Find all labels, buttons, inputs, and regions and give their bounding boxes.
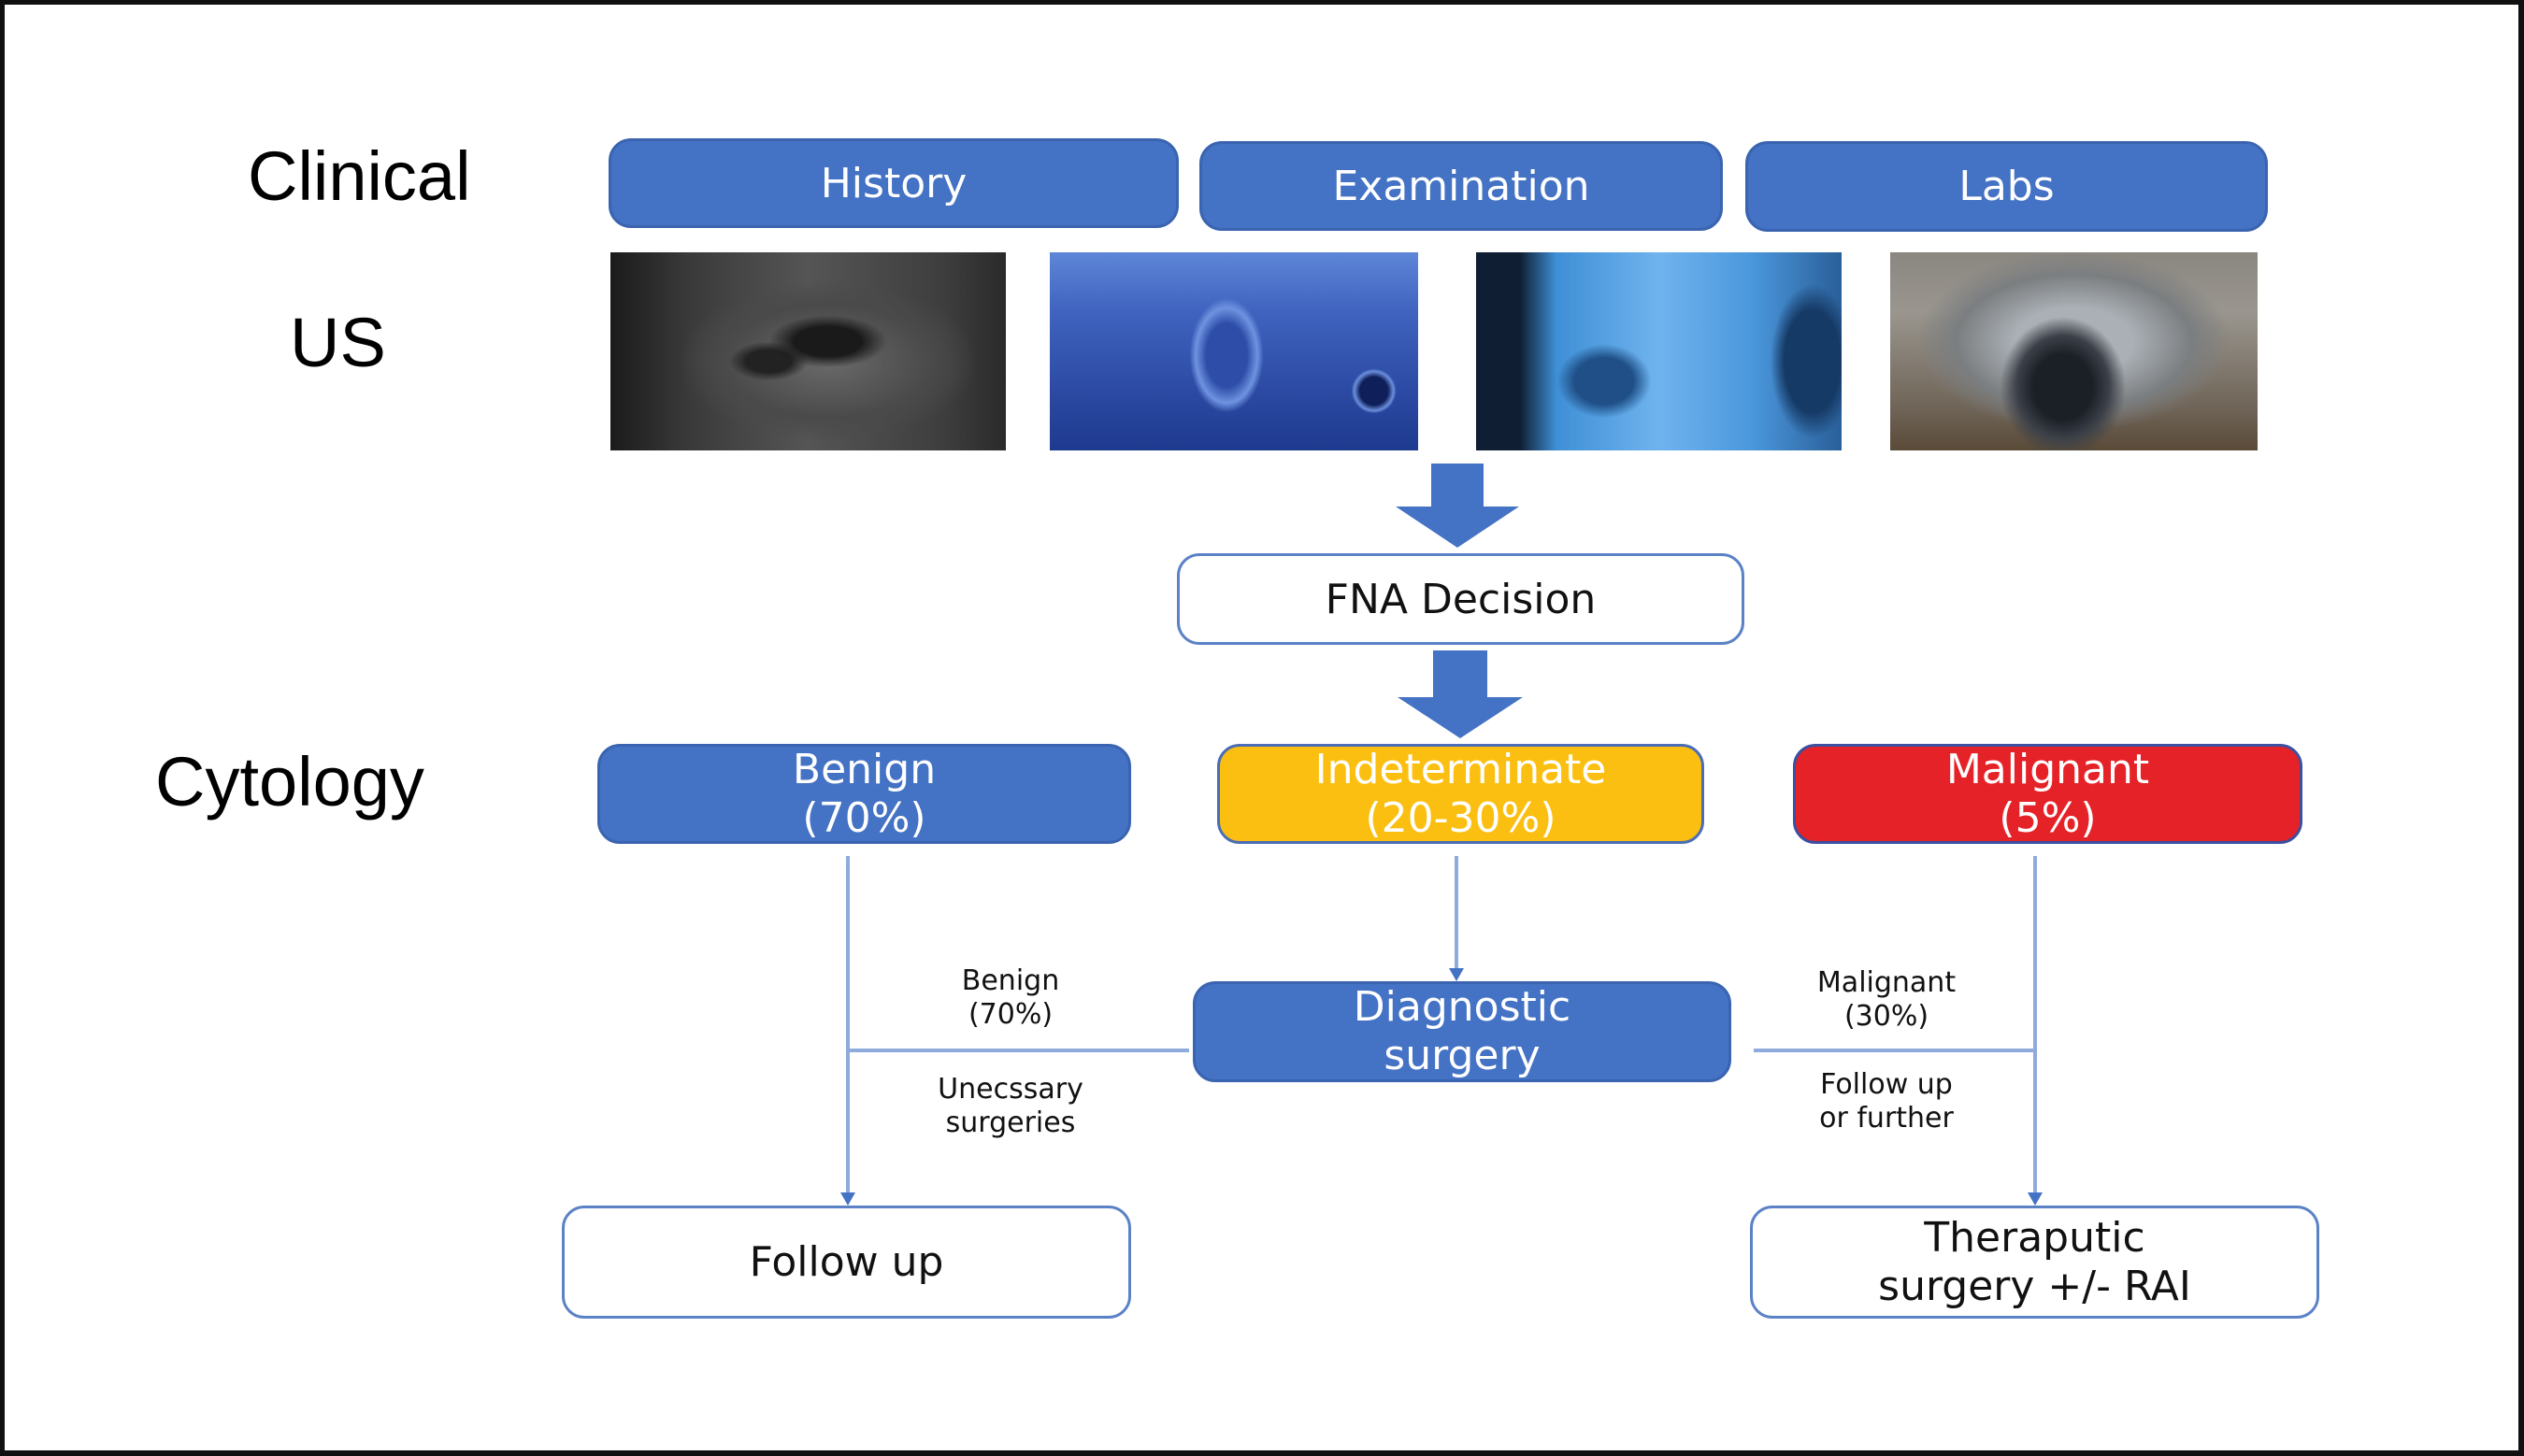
fna-decision-box: FNA Decision [1177,553,1744,645]
labs-box: Labs [1745,141,2268,232]
unnecessary-surgeries-label: Unecssary surgeries [938,1073,1083,1139]
fna-decision-label: FNA Decision [1325,575,1597,623]
history-box: History [609,138,1179,228]
row-label-clinical: Clinical [248,137,471,215]
indeterminate-category-box: Indeterminate (20-30%) [1217,744,1704,844]
benign-category-label: Benign (70%) [792,745,937,842]
benign-category-box: Benign (70%) [597,744,1131,844]
labs-label: Labs [1958,163,2055,210]
follow-up-label: Follow up [749,1238,944,1286]
ultrasound-image-sepia-nodule [1890,252,2258,450]
down-arrow-icon [1398,650,1523,738]
therapeutic-surgery-box: Theraputic surgery +/- RAI [1750,1206,2319,1319]
ultrasound-image-blue-trachea [1050,252,1418,450]
malignant-result-label: Malignant (30%) [1816,966,1957,1033]
diagnostic-surgery-label: Diagnostic surgery [1353,983,1571,1079]
ultrasound-image-grayscale-nodule [610,252,1006,450]
examination-label: Examination [1332,162,1590,210]
malignant-category-box: Malignant (5%) [1793,744,2302,844]
malignant-category-label: Malignant (5%) [1945,745,2150,842]
diagnostic-surgery-box: Diagnostic surgery [1193,981,1731,1082]
indeterminate-category-label: Indeterminate (20-30%) [1314,745,1607,842]
history-label: History [820,159,968,207]
therapeutic-surgery-label: Theraputic surgery +/- RAI [1878,1213,2191,1310]
benign-result-label: Benign (70%) [961,964,1060,1031]
down-arrow-icon [1396,464,1519,548]
row-label-us: US [290,304,386,381]
followup-further-label: Follow up or further [1819,1068,1954,1135]
examination-box: Examination [1199,141,1723,231]
ultrasound-image-lightblue-lobe [1476,252,1842,450]
follow-up-box: Follow up [562,1206,1131,1319]
row-label-cytology: Cytology [155,743,424,821]
